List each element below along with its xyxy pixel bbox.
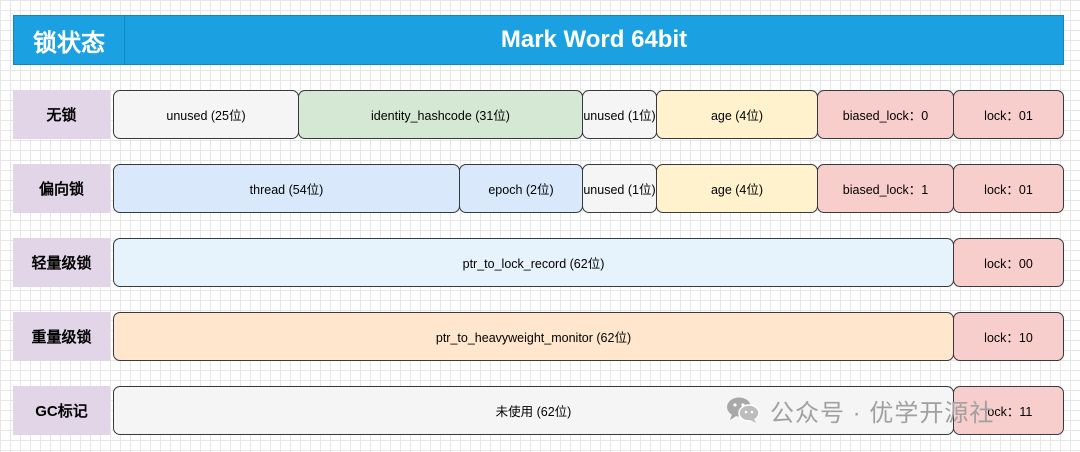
wechat-icon: [727, 397, 760, 423]
segment-unused-1: unused (1位): [582, 90, 657, 139]
row-label-lightweight-lock: 轻量级锁: [13, 238, 110, 287]
segment-lock-bits: lock：01: [953, 164, 1064, 213]
header-lock-state: 锁状态: [13, 15, 125, 65]
row-label-biased-lock: 偏向锁: [13, 164, 110, 213]
segment-lock-bits: lock：10: [953, 312, 1064, 361]
segment-age: age (4位): [656, 90, 818, 139]
segment-lock-bits: lock：11: [953, 386, 1064, 435]
segment-unused-1: unused (1位): [582, 164, 657, 213]
segment-biased-lock: biased_lock：0: [817, 90, 954, 139]
segment-biased-lock: biased_lock：1: [817, 164, 954, 213]
segment-ptr-to-heavyweight-monitor: ptr_to_heavyweight_monitor (62位): [113, 312, 954, 361]
row-label-gc-mark: GC标记: [13, 386, 110, 435]
segment-age: age (4位): [656, 164, 818, 213]
segment-thread: thread (54位): [113, 164, 460, 213]
segment-unused-62: 未使用 (62位): [113, 386, 954, 435]
watermark-text: 公众号 · 优学开源社: [770, 399, 995, 427]
segment-lock-bits: lock：01: [953, 90, 1064, 139]
watermark: 公众号 · 优学开源社: [726, 392, 994, 428]
segment-unused-25: unused (25位): [113, 90, 299, 139]
row-label-no-lock: 无锁: [13, 90, 110, 139]
row-label-heavyweight-lock: 重量级锁: [13, 312, 110, 361]
header-mark-word: Mark Word 64bit: [124, 15, 1064, 65]
segment-epoch: epoch (2位): [459, 164, 583, 213]
segment-identity-hashcode: identity_hashcode (31位): [298, 90, 583, 139]
segment-lock-bits: lock：00: [953, 238, 1064, 287]
segment-ptr-to-lock-record: ptr_to_lock_record (62位): [113, 238, 954, 287]
